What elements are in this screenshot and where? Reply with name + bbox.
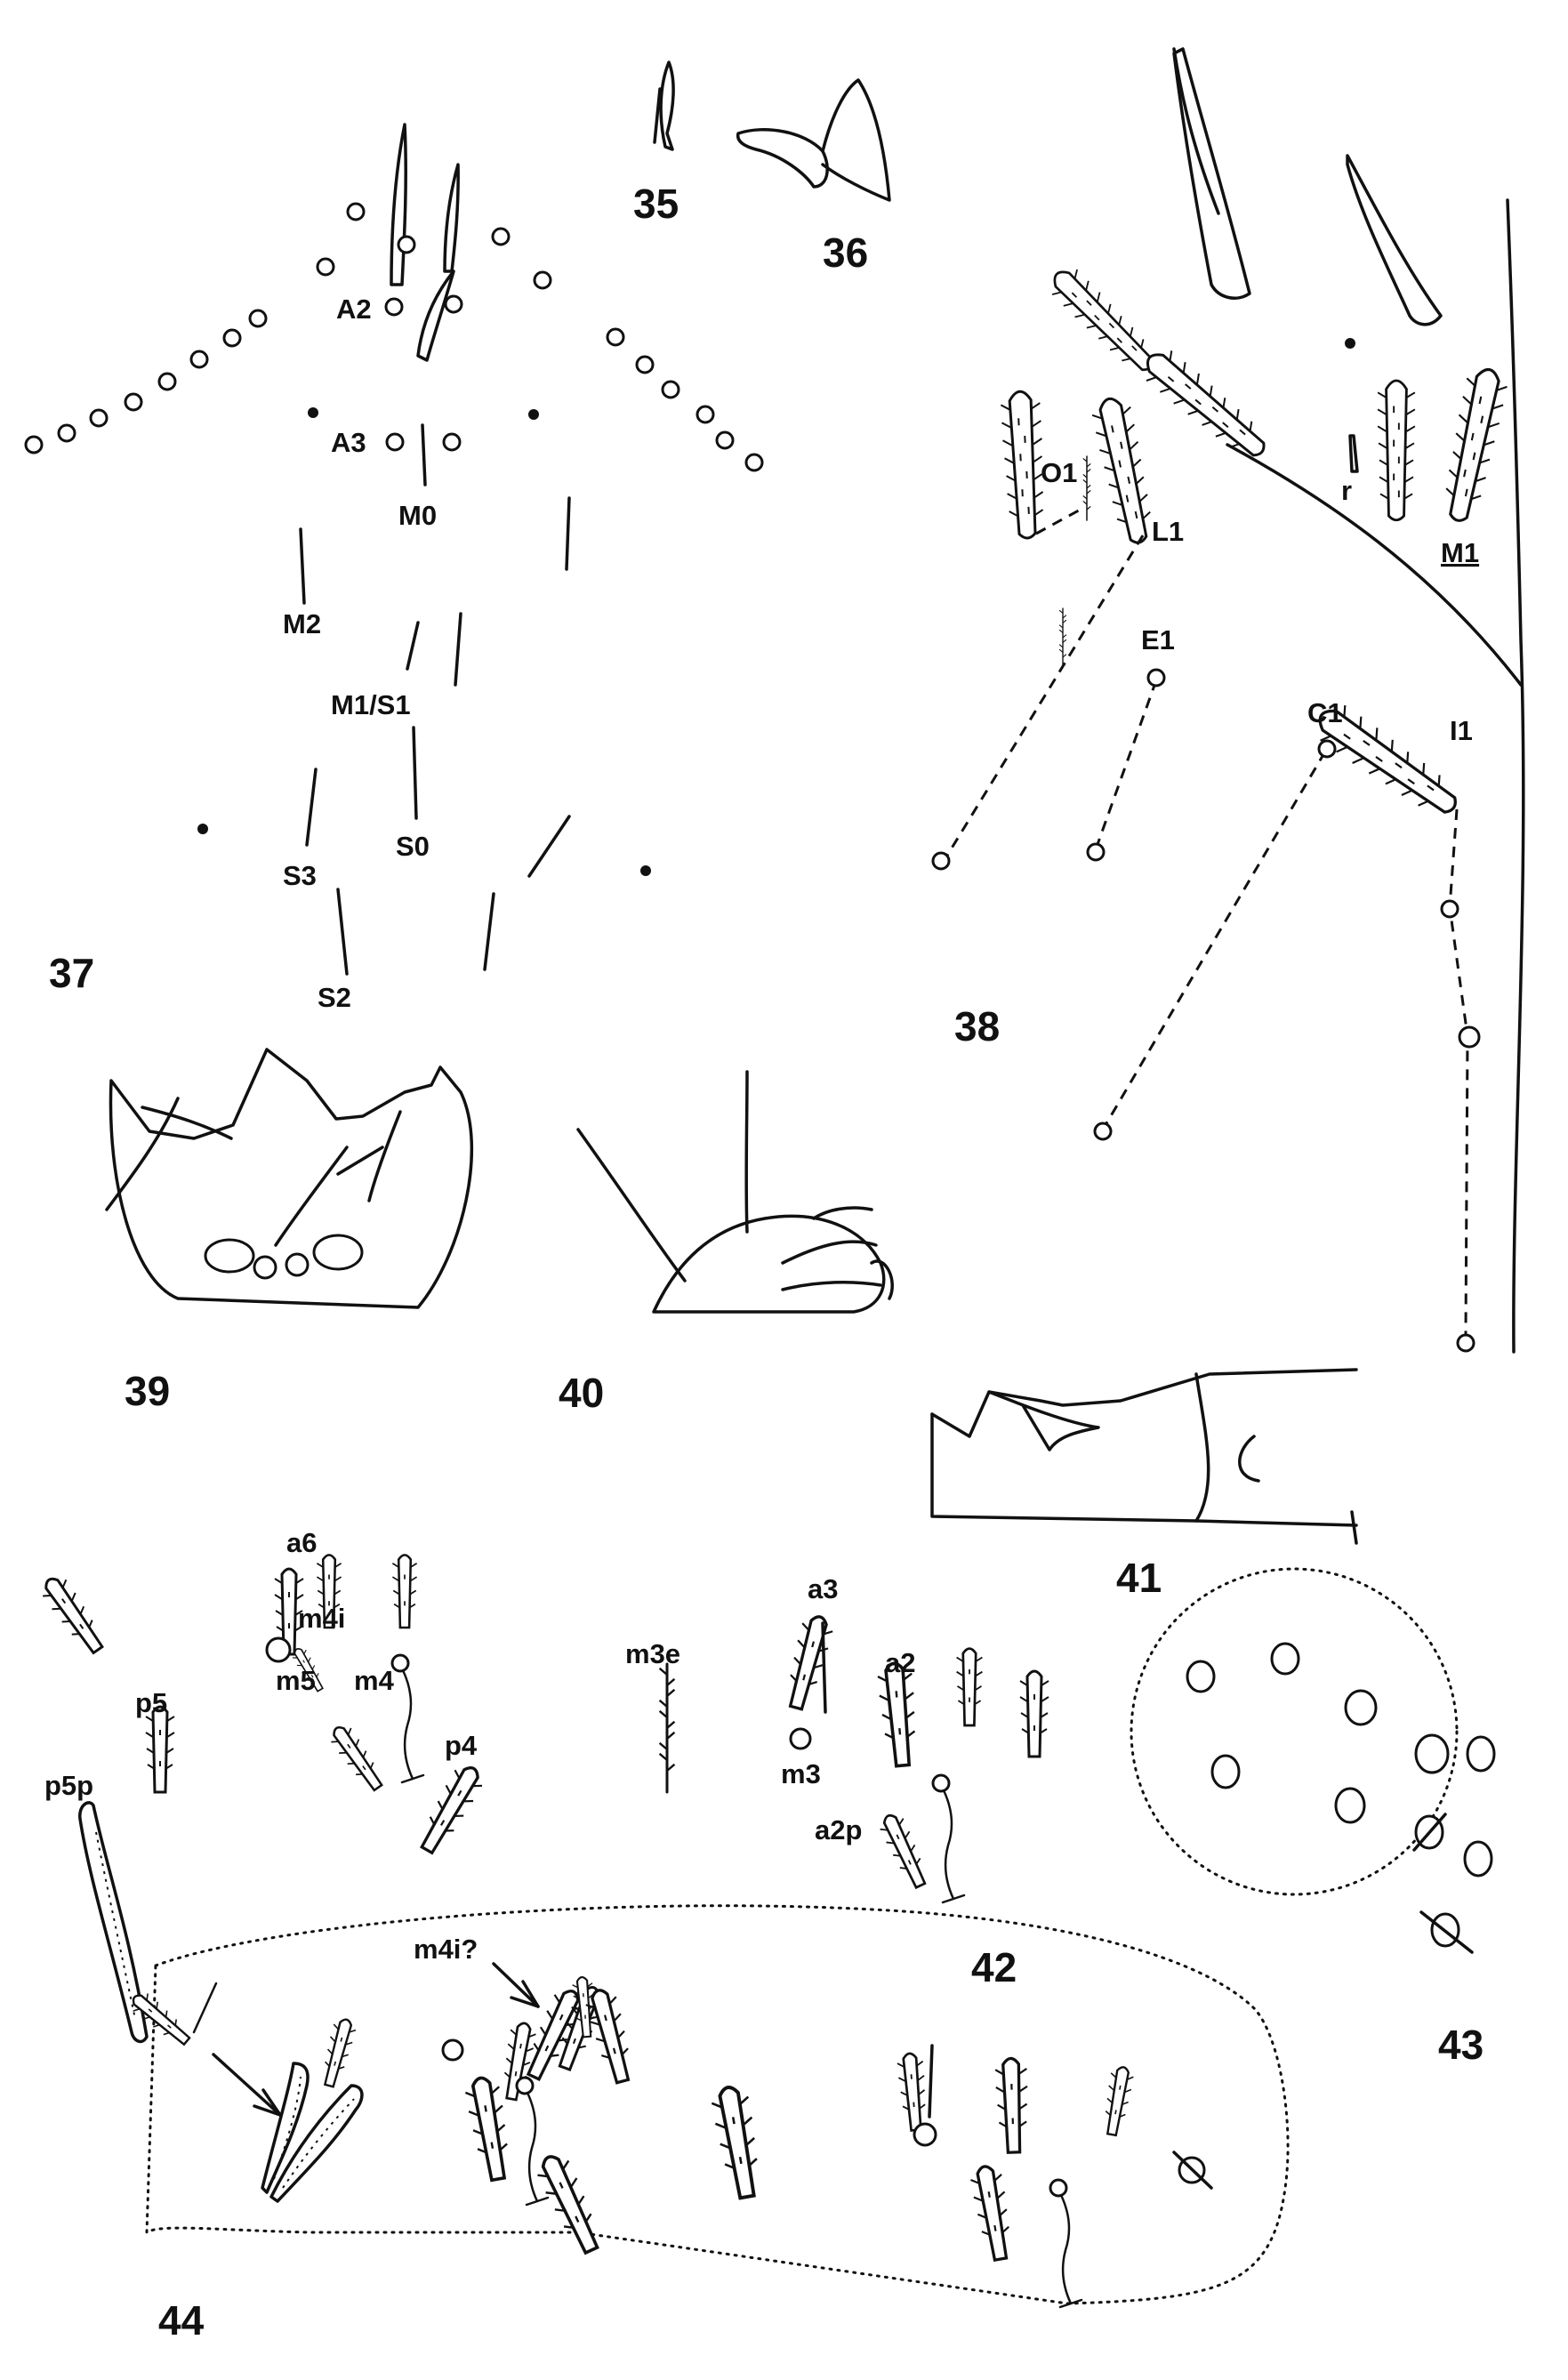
figure-37-number: 37 xyxy=(49,950,94,996)
figure-38-number: 38 xyxy=(954,1003,1000,1049)
fig37-label-M0: M0 xyxy=(398,500,437,531)
fig42-label-p5p: p5p xyxy=(44,1770,93,1801)
fig38-label-M1: M1 xyxy=(1441,537,1479,568)
fig42-label-m4i: m4i xyxy=(298,1603,345,1634)
figure-41: 41 xyxy=(930,1368,1358,1601)
fig37-label-S2: S2 xyxy=(318,982,351,1013)
fig37-label-M1S1: M1/S1 xyxy=(331,689,411,720)
figure-43-number: 43 xyxy=(1438,2022,1484,2068)
figure-38: O1 L1 r M1 E1 C1 I1 38 xyxy=(931,47,1525,1354)
macrochaeta-A1 xyxy=(390,123,407,286)
fig42-label-m3e: m3e xyxy=(625,1638,680,1669)
macrochaeta-A2 xyxy=(416,269,455,362)
fig42-label-m5: m5 xyxy=(276,1665,316,1696)
fig37-label-A3: A3 xyxy=(331,427,366,458)
figure-40: 40 xyxy=(559,1070,894,1416)
fig38-label-E1: E1 xyxy=(1141,624,1175,655)
fig38-label-C1: C1 xyxy=(1307,697,1343,728)
fig38-label-r: r xyxy=(1341,475,1352,506)
fig37-label-S3: S3 xyxy=(283,860,317,891)
fig42-label-a6: a6 xyxy=(286,1527,317,1558)
figure-43: 43 xyxy=(1130,1567,1496,2068)
fig38-label-I1: I1 xyxy=(1450,715,1473,746)
fig42-label-m3: m3 xyxy=(781,1758,821,1789)
fig37-label-A2: A2 xyxy=(336,293,372,325)
fig42-label-a3: a3 xyxy=(808,1573,838,1604)
fig38-label-L1: L1 xyxy=(1152,516,1184,547)
figure-37: A2 A3 M0 M2 M1/S1 S0 S3 S2 37 xyxy=(24,123,764,1013)
figure-39-number: 39 xyxy=(125,1368,170,1414)
figure-40-number: 40 xyxy=(559,1370,604,1416)
figure-42: a6 m4i m5 m4 p5 p4 p5p m3e a3 a2 m3 a2p … xyxy=(36,1527,1050,1990)
fig42-p5p-chaeta xyxy=(78,1801,149,2044)
fig42-label-p4: p4 xyxy=(445,1730,478,1761)
fig37-label-S0: S0 xyxy=(396,831,430,862)
figure-36: 36 xyxy=(736,78,891,276)
figure-44: m4i? 44 xyxy=(125,1904,1290,2344)
figure-44-number: 44 xyxy=(158,2297,205,2344)
figure-35: 35 xyxy=(633,60,679,227)
fig44-label-m4iq: m4i? xyxy=(414,1934,478,1965)
figure-35-number: 35 xyxy=(633,181,679,227)
fig42-label-p5: p5 xyxy=(135,1687,167,1718)
figure-42-number: 42 xyxy=(971,1944,1017,1990)
figure-41-number: 41 xyxy=(1116,1555,1162,1601)
fig42-label-a2: a2 xyxy=(885,1647,915,1678)
fig38-label-O1: O1 xyxy=(1041,457,1077,488)
macrochaeta-A1-right xyxy=(443,163,460,273)
fig37-label-M2: M2 xyxy=(283,608,321,639)
figure-39: 39 xyxy=(105,1048,474,1414)
fig42-label-a2p: a2p xyxy=(815,1814,862,1845)
figure-36-number: 36 xyxy=(823,229,868,276)
fig42-label-m4: m4 xyxy=(354,1665,395,1696)
